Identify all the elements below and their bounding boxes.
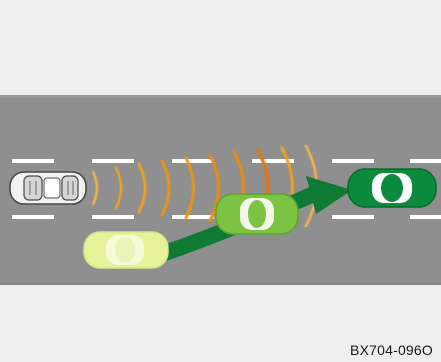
lane-dash <box>92 215 134 219</box>
lane-dash <box>12 215 54 219</box>
lane-dash <box>410 159 441 163</box>
own-vehicle-icon <box>10 172 86 204</box>
lane-dash <box>12 159 54 163</box>
figure-code: BX704-096O <box>350 342 433 358</box>
merging-vehicle-mid-icon <box>216 194 298 234</box>
lane-dash <box>92 159 134 163</box>
lane-dash <box>172 159 214 163</box>
road-edge-bottom <box>0 282 441 285</box>
merging-vehicle-start-icon <box>84 232 168 268</box>
lane-dash <box>410 215 441 219</box>
lane-dash <box>172 215 214 219</box>
road-edge-top <box>0 95 441 98</box>
lane-dash <box>332 159 374 163</box>
lane-dash <box>332 215 374 219</box>
merging-vehicle-end-icon <box>348 169 436 207</box>
